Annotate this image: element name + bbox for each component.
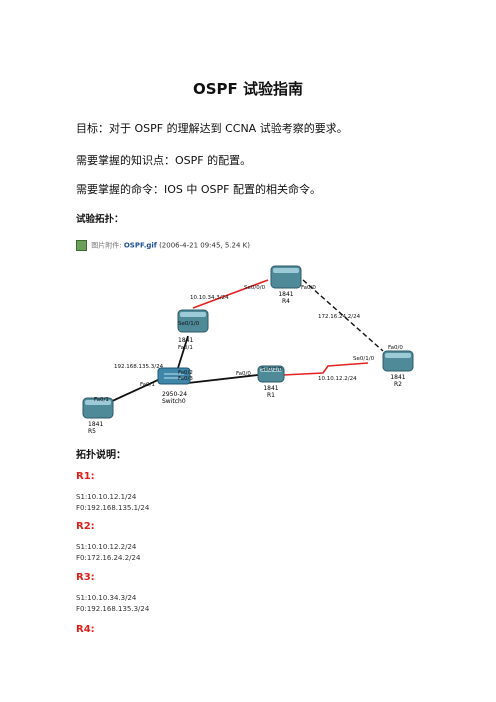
switch0[interactable]: 2950-24 Switch0 [157, 367, 191, 405]
r3-serial-label: Se0/1/0 [178, 321, 200, 327]
net-192-label: 192.168.135.3/24 [114, 364, 164, 370]
commands-paragraph: 需要掌握的命令：IOS 中 OSPF 配置的相关命令。 [76, 183, 321, 196]
r1-model: 1841 [263, 385, 278, 392]
switch-fa1-label: Fa0/1 [140, 382, 155, 388]
r1-serial-label: Se0/1/0 [261, 367, 283, 373]
topology-heading: 试验拓扑： [76, 214, 124, 225]
switch-fa2-label: Fa0/2 [178, 370, 193, 376]
r3-line-1: S1:10.10.34.3/24 [76, 594, 137, 602]
router-r5[interactable]: 1841 R5 [82, 397, 114, 435]
r5-model: 1841 [88, 421, 103, 428]
link-r3-r4 [192, 279, 269, 309]
r2-line-1: S1:10.10.12.2/24 [76, 543, 137, 551]
router-heading-r1: R1: [76, 471, 95, 482]
attachment-meta: (2006-4-21 09:45, 5.24 K) [159, 241, 251, 250]
image-file-icon [76, 240, 87, 251]
link-switch-r5 [107, 379, 159, 404]
network-topology-diagram: 1841 R4 1841 1841 R1 1841 R2 2950-24 Swi… [82, 265, 414, 435]
link-r3-switch [177, 335, 189, 369]
switch-name: Switch0 [162, 398, 186, 405]
r4-name: R4 [282, 298, 290, 305]
r2-model: 1841 [390, 374, 405, 381]
r3-fa-label: Fa0/1 [178, 345, 193, 351]
r1-fa-label: Fa0/0 [236, 371, 251, 377]
switch-fa3-label: Fa0/3 [178, 376, 193, 382]
r2-serial-label: Se0/1/0 [353, 356, 375, 362]
router-r3[interactable]: 1841 [177, 309, 209, 344]
r4-model: 1841 [278, 291, 293, 298]
r2-name: R2 [394, 381, 402, 388]
attachment-prefix: 图片附件: [91, 241, 122, 250]
router-r4[interactable]: 1841 R4 [270, 265, 302, 305]
net-12-label: 10.10.12.2/24 [318, 376, 357, 382]
link-switch-r1 [187, 374, 259, 384]
net-172-label: 172.16.24.2/24 [318, 314, 361, 320]
router-heading-r4: R4: [76, 624, 95, 635]
link-r1-r2 [282, 362, 369, 376]
attachment-filename[interactable]: OSPF.gif [123, 241, 157, 250]
page-title: OSPF 试验指南 [192, 80, 304, 98]
router-r1[interactable]: 1841 R1 [257, 365, 285, 399]
r1-line-2: F0:192.168.135.1/24 [76, 504, 150, 512]
r5-name: R5 [88, 428, 96, 435]
r4-serial-label: Se0/0/0 [244, 285, 266, 291]
r3-model: 1841 [178, 337, 193, 344]
switch-model: 2950-24 [162, 391, 187, 398]
topology-description-heading: 拓扑说明： [76, 450, 126, 461]
r1-name: R1 [267, 392, 275, 399]
r1-line-1: S1:10.10.12.1/24 [76, 493, 137, 501]
r4-fa-label: Fa0/0 [301, 285, 316, 291]
r5-fa-label: Fa0/1 [94, 397, 109, 403]
net-34-label: 10.10.34.3/24 [190, 295, 229, 301]
r2-fa-label: Fa0/0 [388, 345, 403, 351]
r3-line-2: F0:192.168.135.3/24 [76, 605, 150, 613]
router-heading-r2: R2: [76, 521, 95, 532]
knowledge-paragraph: 需要掌握的知识点：OSPF 的配置。 [76, 154, 252, 167]
goal-paragraph: 目标：对于 OSPF 的理解达到 CCNA 试验考察的要求。 [76, 122, 348, 135]
attachment-line[interactable]: 图片附件: OSPF.gif (2006-4-21 09:45, 5.24 K) [76, 240, 250, 251]
link-r4-r2 [302, 279, 384, 352]
r2-line-2: F0:172.16.24.2/24 [76, 554, 141, 562]
router-heading-r3: R3: [76, 572, 95, 583]
router-r2[interactable]: 1841 R2 [382, 350, 414, 388]
